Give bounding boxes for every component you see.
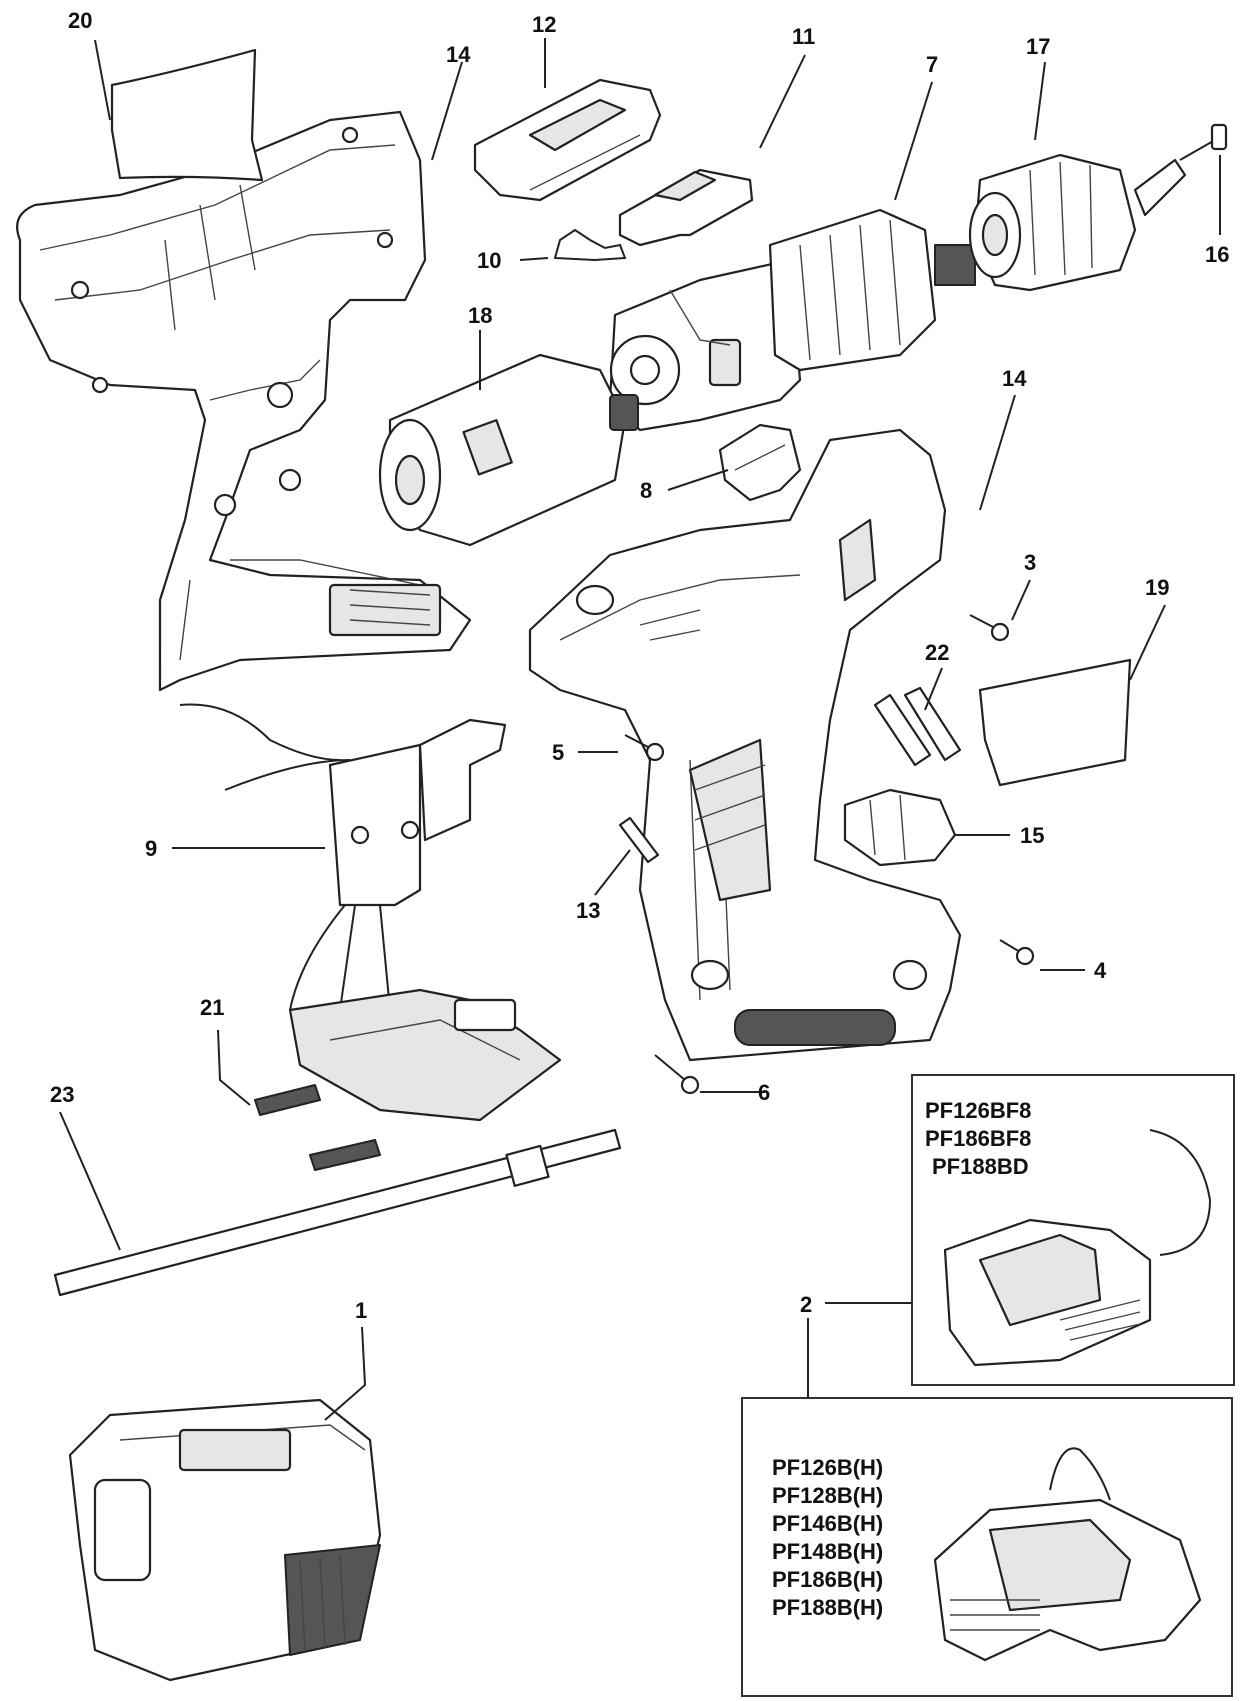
model-label: PF148B(H) xyxy=(772,1539,883,1564)
screw-6 xyxy=(654,1054,700,1095)
spring-clip xyxy=(553,228,627,262)
springs xyxy=(254,1084,381,1171)
callout-15: 15 xyxy=(1020,823,1044,848)
chuck-screw xyxy=(1179,123,1228,161)
callout-9: 9 xyxy=(145,836,157,861)
label-sticker-left xyxy=(110,48,264,182)
left-housing-half xyxy=(16,110,472,692)
callout-10: 10 xyxy=(477,248,501,273)
callout-23: 23 xyxy=(50,1082,74,1107)
callout-5: 5 xyxy=(552,740,564,765)
keyless-chuck xyxy=(968,153,1187,292)
screw-3 xyxy=(969,614,1010,642)
label-sticker-right xyxy=(978,658,1132,787)
right-housing-half xyxy=(528,428,962,1062)
charger-box-1-models: PF126BF8 PF186BF8 PF188BD xyxy=(925,1098,1031,1179)
callout-1: 1 xyxy=(355,1298,367,1323)
switch-cover xyxy=(473,78,662,202)
model-label: PF128B(H) xyxy=(772,1483,883,1508)
model-label: PF188BD xyxy=(932,1154,1029,1179)
charger-box-2 xyxy=(741,1397,1233,1697)
callout-numbers: 20 14 12 11 7 17 16 10 18 14 8 3 19 22 5… xyxy=(50,8,1229,1323)
motor xyxy=(378,353,639,547)
bar-23 xyxy=(53,1128,622,1297)
callout-22: 22 xyxy=(925,640,949,665)
model-label: PF186B(H) xyxy=(772,1567,883,1592)
battery-pack xyxy=(68,1398,382,1682)
leader-lines xyxy=(59,38,1221,1421)
callout-14-right: 14 xyxy=(1002,366,1027,391)
callout-12: 12 xyxy=(532,12,556,37)
charger-box-1 xyxy=(911,1074,1235,1386)
callout-11: 11 xyxy=(792,24,815,49)
pin-13 xyxy=(618,816,660,864)
callout-17: 17 xyxy=(1026,34,1050,59)
callout-14-top: 14 xyxy=(446,42,471,67)
callout-13: 13 xyxy=(576,898,600,923)
callout-18: 18 xyxy=(468,303,492,328)
model-label: PF186BF8 xyxy=(925,1126,1031,1151)
gear-selector-slider xyxy=(618,168,754,247)
screwdriver-bits xyxy=(873,686,962,767)
callout-20: 20 xyxy=(68,8,92,33)
callout-2: 2 xyxy=(800,1292,812,1317)
callout-8: 8 xyxy=(640,478,652,503)
callout-6: 6 xyxy=(758,1080,770,1105)
screw-5 xyxy=(624,734,665,762)
callout-19: 19 xyxy=(1145,575,1169,600)
model-label: PF126BF8 xyxy=(925,1098,1031,1123)
callout-3: 3 xyxy=(1024,550,1036,575)
callout-21: 21 xyxy=(200,995,224,1020)
screw-4 xyxy=(999,939,1035,966)
callout-7: 7 xyxy=(926,52,938,77)
model-label: PF188B(H) xyxy=(772,1595,883,1620)
model-label: PF126B(H) xyxy=(772,1455,883,1480)
charger-box-2-models: PF126B(H) PF128B(H) PF146B(H) PF148B(H) … xyxy=(772,1455,883,1620)
direction-button xyxy=(718,423,802,502)
bit-holder xyxy=(843,788,957,867)
model-label: PF146B(H) xyxy=(772,1511,883,1536)
callout-16: 16 xyxy=(1205,242,1229,267)
callout-4: 4 xyxy=(1094,958,1107,983)
gearbox-clutch xyxy=(608,208,976,432)
trigger-switch xyxy=(179,703,562,1122)
